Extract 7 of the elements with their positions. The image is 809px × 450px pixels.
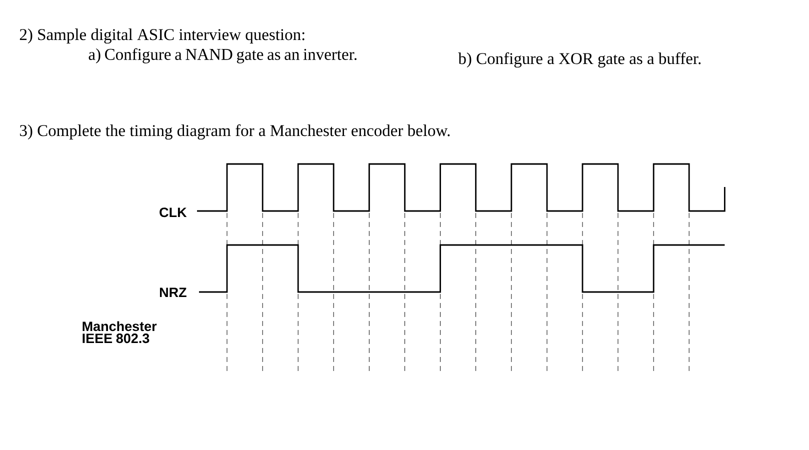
question-text: a) Configure a NAND gate as an inverter. xyxy=(88,48,356,64)
question-text: b) Configure a XOR gate as a buffer. xyxy=(458,52,701,68)
signal-label: Manchester IEEE 802.3 xyxy=(82,321,157,344)
question-text: 3) Complete the timing diagram for a Manchester encoder below. xyxy=(20,124,450,140)
signal-label: NRZ xyxy=(160,288,186,297)
signal-label: CLK xyxy=(160,208,187,218)
question-text: 2) Sample digital ASIC interview question: xyxy=(20,28,304,44)
